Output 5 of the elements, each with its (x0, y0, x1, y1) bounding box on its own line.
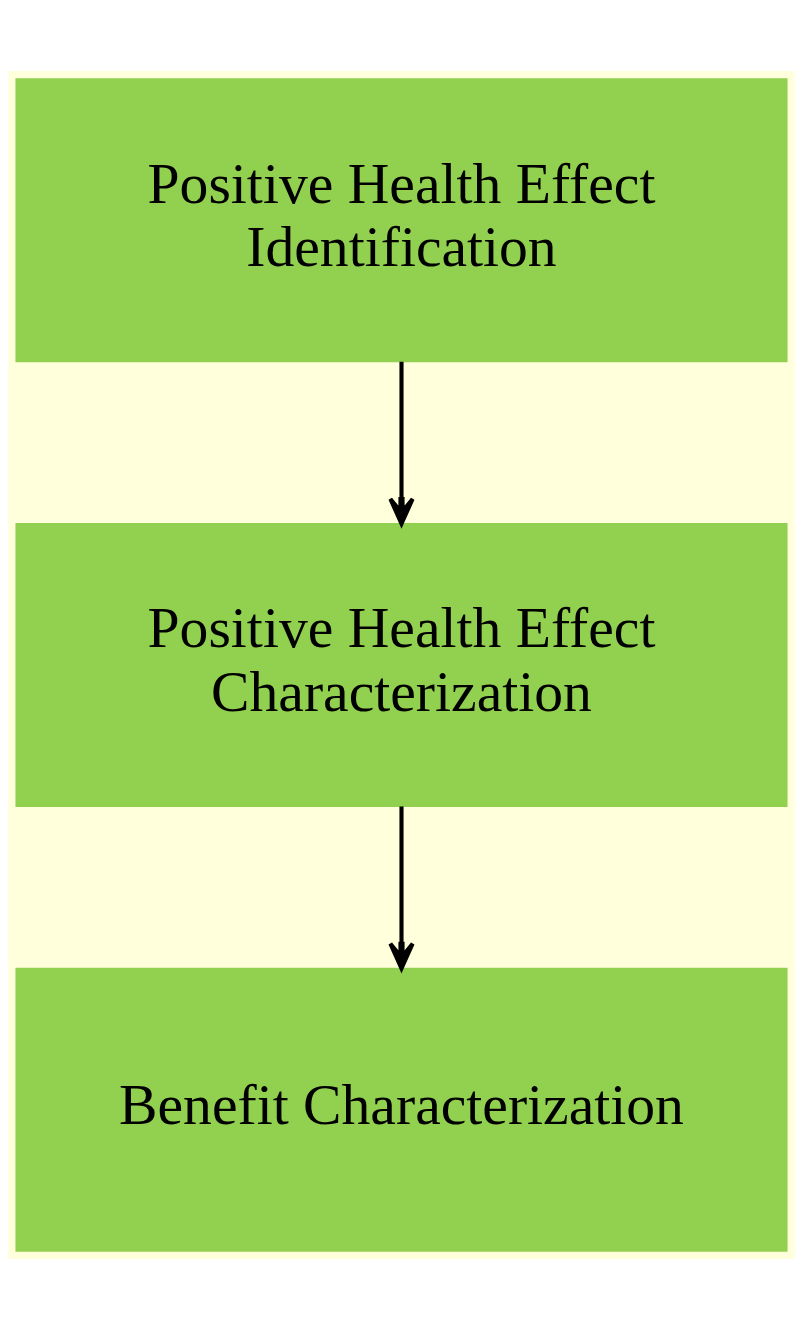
arrow (388, 361, 415, 526)
node-box: Benefit Characterization (15, 967, 788, 1252)
node-box: Positive Health Effect Identification (15, 78, 788, 363)
node-box: Positive Health Effect Characterization (15, 522, 788, 808)
arrow (388, 806, 415, 971)
